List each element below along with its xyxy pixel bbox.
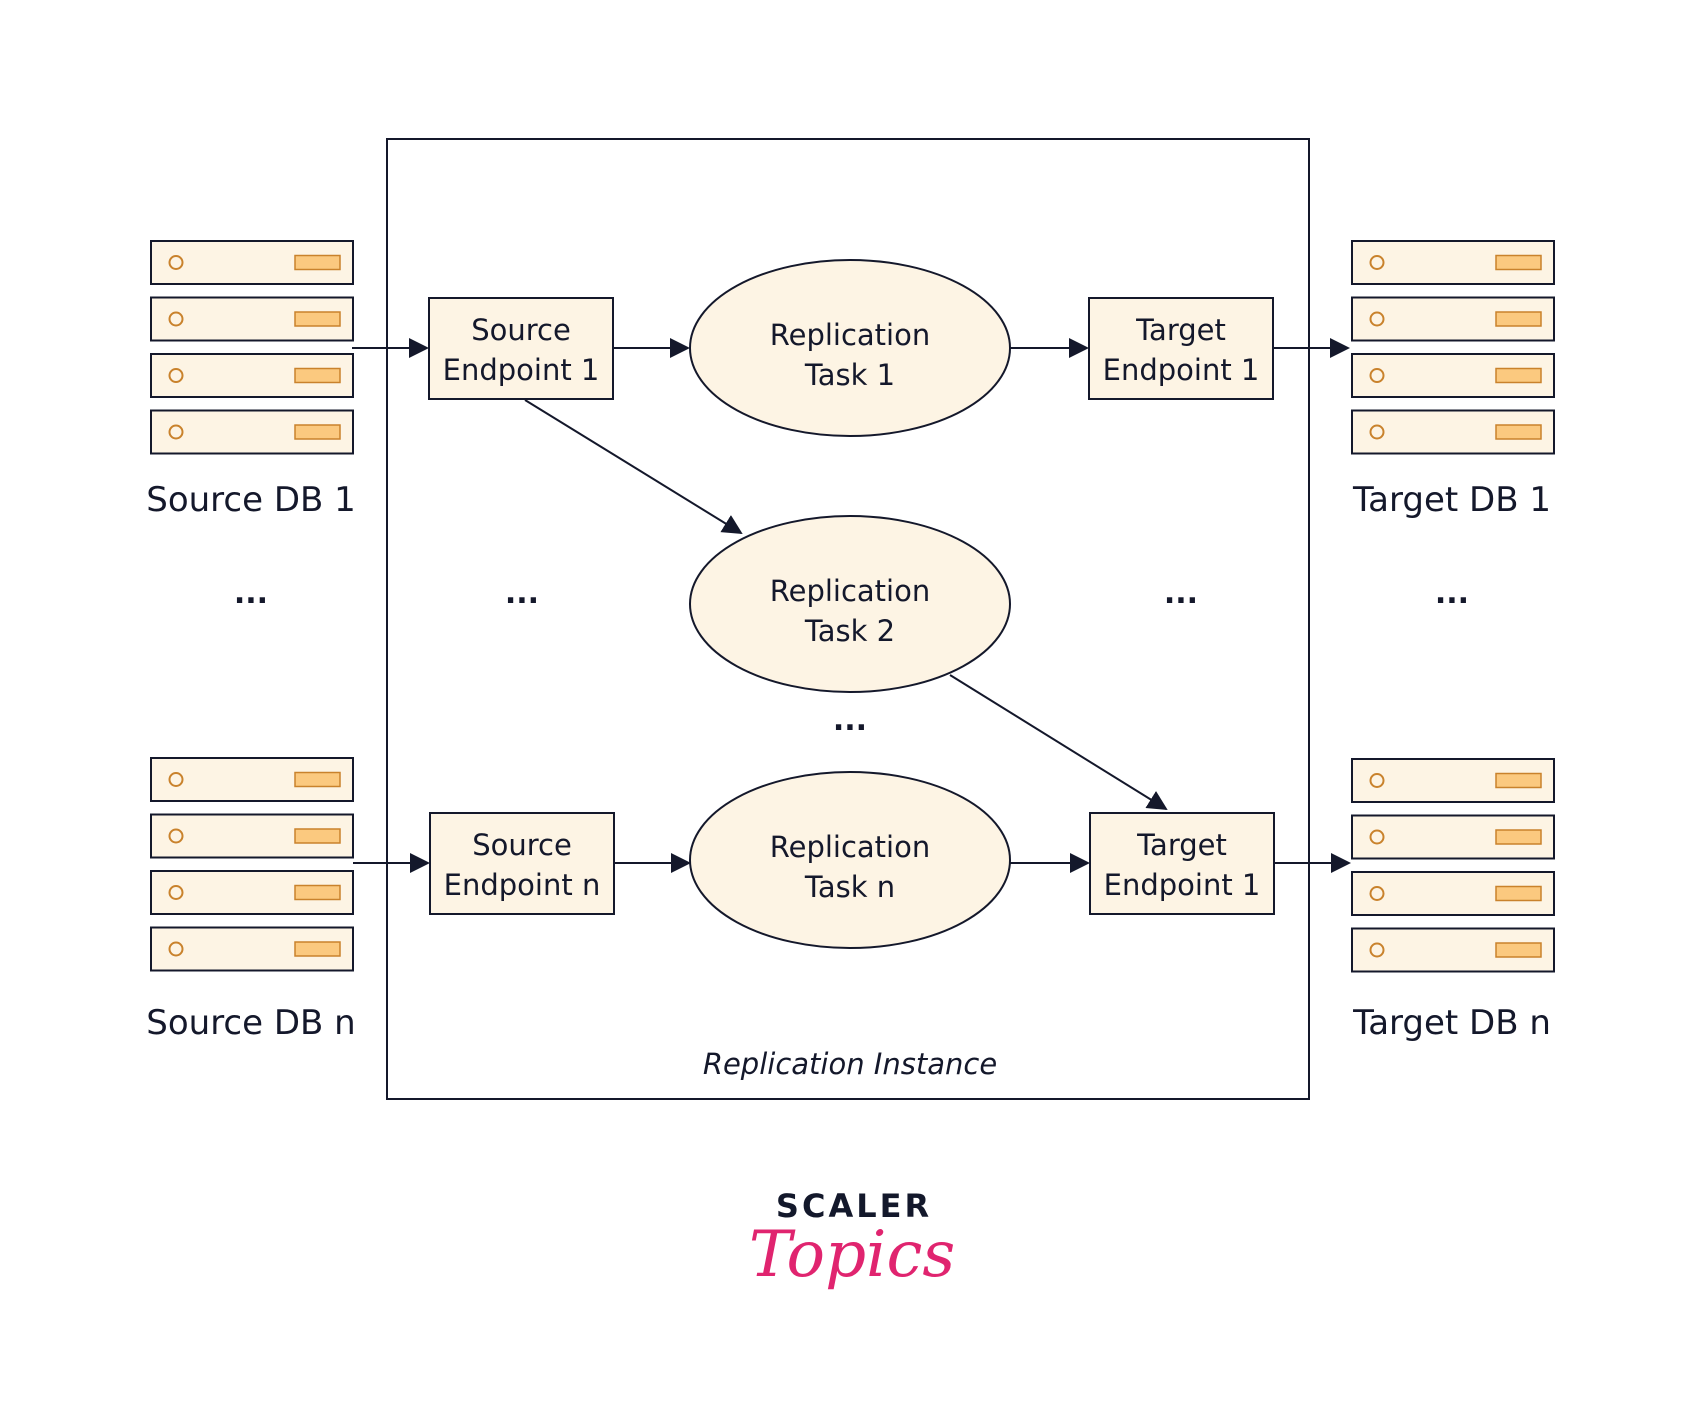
server-drive-bay-icon: [1495, 772, 1542, 789]
server-unit: [150, 870, 354, 915]
ellipsis-tasks: ...: [833, 703, 867, 738]
server-unit: [150, 813, 354, 859]
source-endpoint-1-line2: Endpoint 1: [443, 353, 600, 387]
server-rack-icon-source-n: [150, 757, 354, 972]
source-db-n-label: Source DB n: [146, 1003, 355, 1043]
arrow-source-endpoint-1-to-task-2: [524, 399, 743, 535]
server-unit: [150, 757, 354, 802]
server-led-icon: [1369, 311, 1385, 327]
server-led-icon: [1369, 886, 1385, 901]
replication-task-2-line2: Task 2: [804, 614, 895, 648]
target-endpoint-1-bottom: Target Endpoint 1: [1089, 812, 1275, 915]
target-endpoint-1-bottom-line2: Endpoint 1: [1104, 868, 1261, 902]
server-led-icon: [168, 255, 184, 270]
server-led-icon: [168, 828, 184, 844]
server-unit: [150, 409, 354, 455]
server-rack-icon-source-1: [150, 240, 354, 455]
server-unit: [1351, 758, 1555, 803]
server-drive-bay-icon: [1495, 885, 1542, 902]
ellipsis-source-db: ...: [234, 576, 268, 611]
source-endpoint-1-line1: Source: [471, 313, 571, 347]
source-endpoint-n-line2: Endpoint n: [444, 868, 601, 902]
server-led-icon: [168, 311, 184, 327]
brand-topics: Topics: [749, 1218, 955, 1292]
server-drive-bay-icon: [294, 828, 341, 844]
server-led-icon: [1369, 942, 1385, 958]
source-endpoint-n: Source Endpoint n: [429, 812, 615, 915]
source-endpoint-n-line1: Source: [472, 828, 572, 862]
replication-task-n-line1: Replication: [770, 830, 930, 864]
server-drive-bay-icon: [294, 884, 341, 901]
ellipsis-source-endpoint: ...: [505, 576, 539, 611]
scaler-topics-logo: SCALER Topics: [749, 1187, 955, 1292]
replication-task-n-line2: Task n: [804, 870, 895, 904]
server-drive-bay-icon: [294, 941, 341, 957]
server-led-icon: [1369, 255, 1385, 270]
server-unit: [1351, 409, 1555, 455]
source-db-1-label: Source DB 1: [146, 480, 356, 520]
replication-task-1-line1: Replication: [770, 318, 930, 352]
replication-task-n: Replication Task n: [689, 771, 1011, 949]
server-unit: [150, 296, 354, 342]
server-rack-icon-target-1: [1351, 240, 1555, 455]
server-unit: [1351, 240, 1555, 285]
server-led-icon: [168, 885, 184, 900]
replication-task-2: Replication Task 2: [689, 515, 1011, 693]
replication-task-1: Replication Task 1: [689, 259, 1011, 437]
ellipsis-target-endpoint: ...: [1164, 576, 1198, 611]
brand-scaler: SCALER: [776, 1187, 932, 1225]
server-drive-bay-icon: [294, 771, 341, 788]
server-rack-icon-target-n: [1351, 758, 1555, 973]
server-led-icon: [1369, 424, 1385, 440]
server-unit: [150, 240, 354, 285]
server-unit: [1351, 927, 1555, 973]
server-drive-bay-icon: [294, 424, 341, 440]
replication-instance-label: Replication Instance: [703, 1047, 997, 1081]
replication-task-1-line2: Task 1: [804, 358, 895, 392]
server-unit: [150, 353, 354, 398]
target-endpoint-1-top-line1: Target: [1135, 313, 1226, 347]
replication-instance-frame: [386, 138, 1310, 1100]
target-endpoint-1-top-line2: Endpoint 1: [1103, 353, 1260, 387]
server-led-icon: [1369, 829, 1385, 845]
replication-task-2-line1: Replication: [770, 574, 930, 608]
server-led-icon: [168, 368, 184, 383]
server-drive-bay-icon: [1495, 942, 1542, 958]
server-unit: [150, 926, 354, 972]
target-endpoint-1-bottom-line1: Target: [1136, 828, 1227, 862]
server-led-icon: [168, 424, 184, 440]
server-drive-bay-icon: [294, 311, 341, 327]
server-drive-bay-icon: [294, 254, 341, 271]
ellipsis-target-db: ...: [1435, 576, 1469, 611]
target-endpoint-1-top: Target Endpoint 1: [1088, 297, 1274, 400]
server-unit: [1351, 814, 1555, 860]
source-endpoint-1: Source Endpoint 1: [428, 297, 614, 400]
server-drive-bay-icon: [1495, 311, 1542, 327]
server-unit: [1351, 353, 1555, 398]
server-drive-bay-icon: [1495, 367, 1542, 384]
target-db-1-label: Target DB 1: [1352, 480, 1551, 520]
server-led-icon: [168, 941, 184, 957]
server-unit: [1351, 871, 1555, 916]
server-drive-bay-icon: [1495, 424, 1542, 440]
server-led-icon: [168, 772, 184, 787]
server-unit: [1351, 296, 1555, 342]
target-db-n-label: Target DB n: [1352, 1003, 1551, 1043]
server-drive-bay-icon: [1495, 829, 1542, 845]
server-drive-bay-icon: [294, 367, 341, 384]
arrow-task-2-to-target-endpoint: [949, 674, 1168, 811]
server-drive-bay-icon: [1495, 254, 1542, 271]
server-led-icon: [1369, 773, 1385, 788]
server-led-icon: [1369, 368, 1385, 383]
